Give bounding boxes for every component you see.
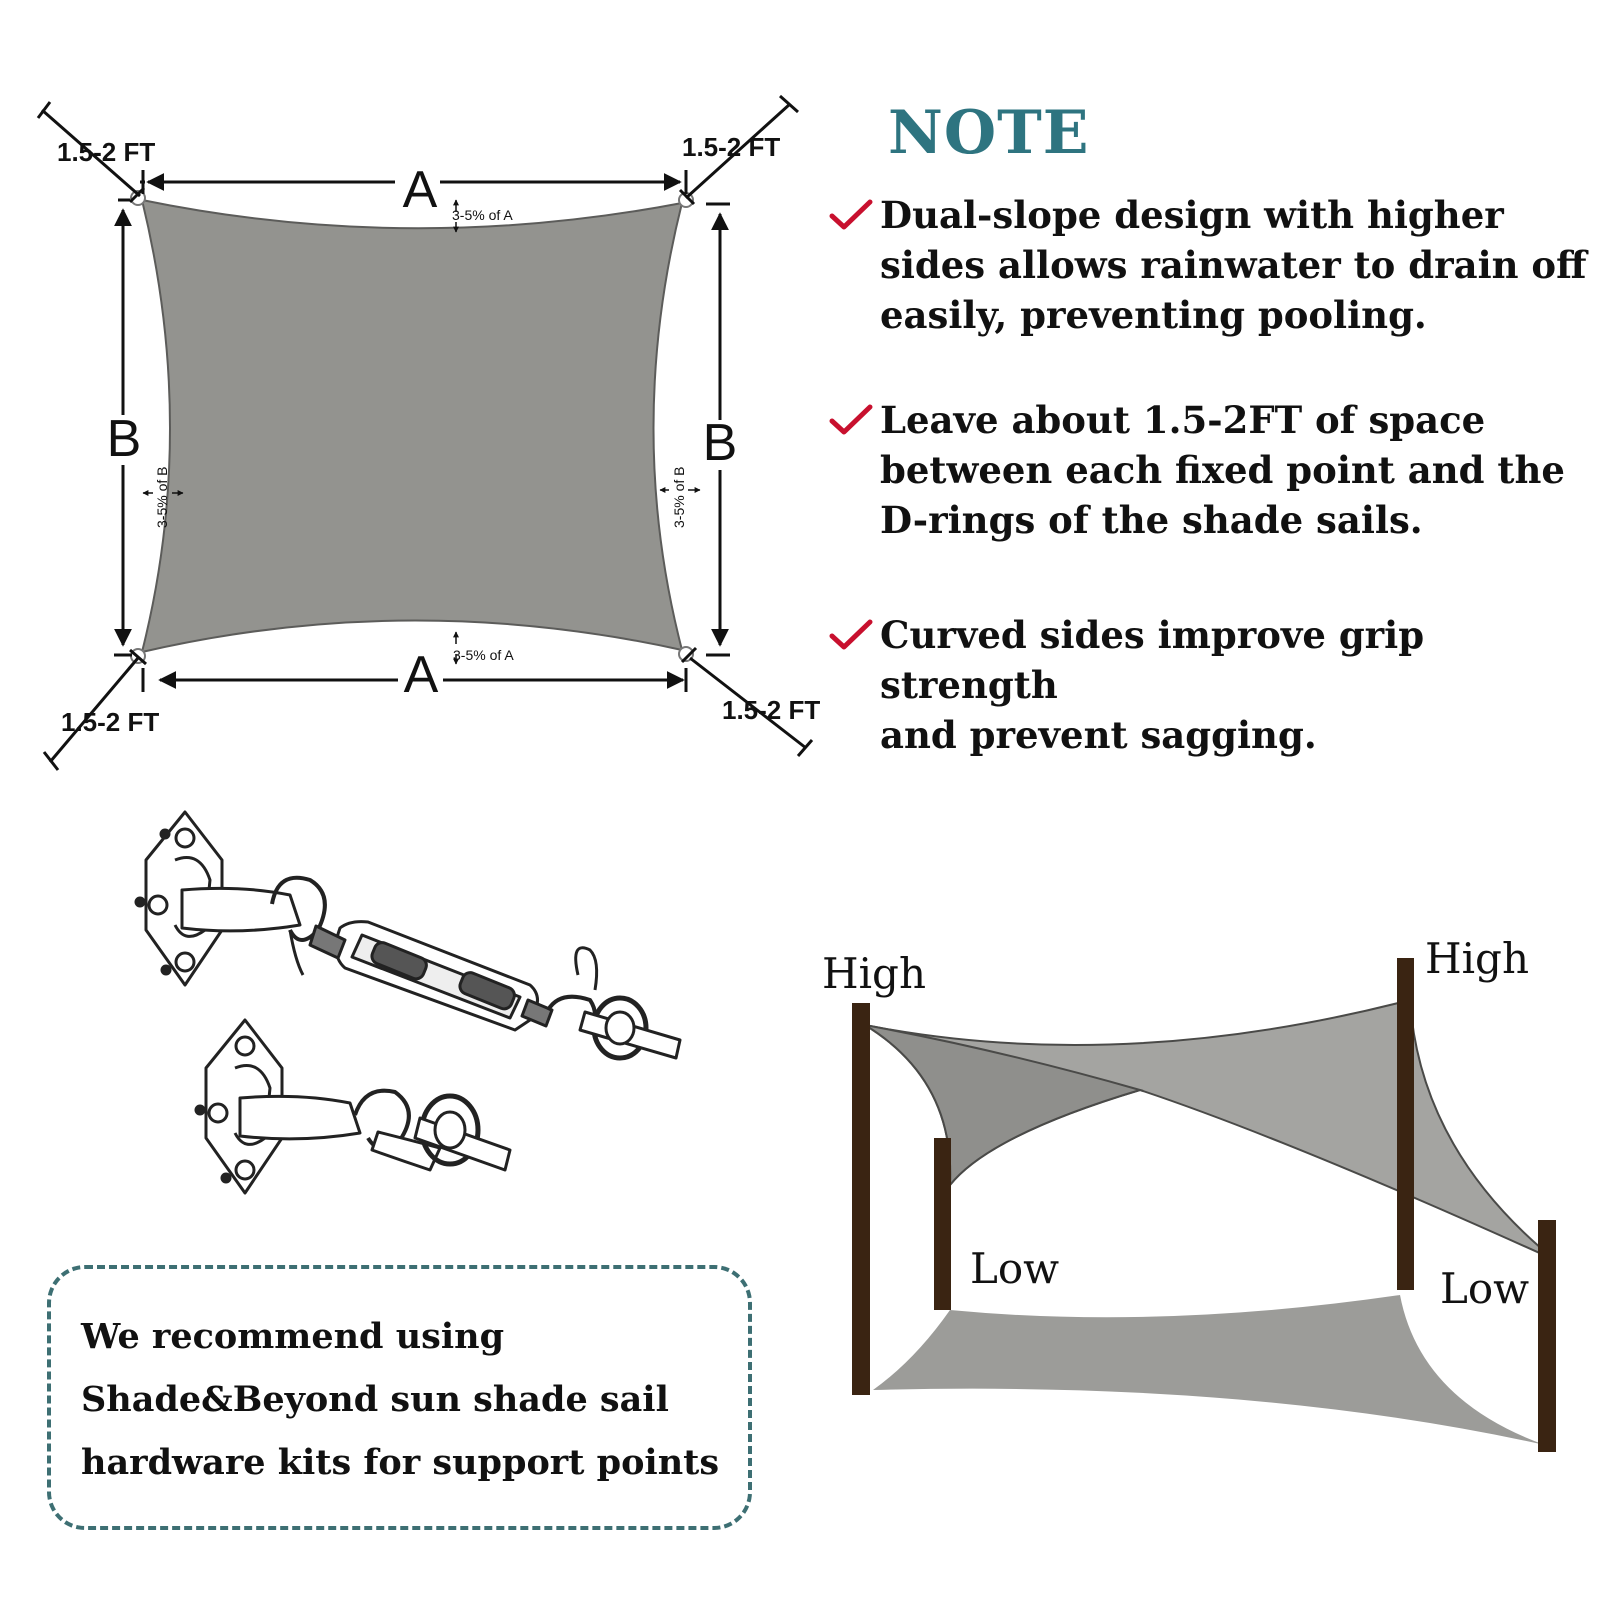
- label-high-left: High: [822, 949, 926, 998]
- note-item-text: Dual-slope design with higher sides allo…: [880, 193, 1587, 337]
- d-ring-bottom-right: [678, 646, 694, 662]
- post-high-right: [1397, 958, 1414, 1290]
- dimension-a-top: [140, 170, 688, 194]
- hardware-kit-illustration: [134, 810, 682, 1195]
- checkmark-icon: [829, 619, 873, 650]
- gap-label-top-left: 1.5-2 FT: [57, 137, 155, 167]
- sag-label-right: 3-5% of B: [671, 467, 687, 528]
- gap-label-bottom-right: 1.5-2 FT: [722, 695, 820, 725]
- dimension-b-right: [706, 202, 730, 657]
- dimension-label-b-left: B: [107, 410, 142, 468]
- note-item-dual-slope: Dual-slope design with higher sides allo…: [828, 190, 1600, 350]
- gap-line-top-right: [678, 94, 799, 206]
- d-ring-top-left: [130, 190, 146, 206]
- post-low-left: [934, 1138, 951, 1310]
- sag-label-left: 3-5% of B: [154, 467, 170, 528]
- checkmark-icon: [829, 404, 873, 435]
- note-title: NOTE: [888, 98, 1090, 168]
- note-item-curved-sides: Curved sides improve grip strength and p…: [828, 610, 1600, 757]
- gap-line-bottom-left: [42, 648, 147, 771]
- shade-sail-shape: [140, 198, 684, 654]
- note-item-text: Curved sides improve grip strength and p…: [880, 613, 1425, 757]
- gap-line-bottom-right: [680, 646, 814, 757]
- label-high-right: High: [1425, 934, 1529, 983]
- pad-eye-snap-hook-assembly: [194, 1018, 512, 1195]
- recommendation-text: We recommend using Shade&Beyond sun shad…: [81, 1316, 720, 1483]
- label-low-right: Low: [1440, 1264, 1529, 1313]
- dimension-b-left: [114, 198, 132, 657]
- dimension-label-b-right: B: [703, 414, 738, 472]
- label-low-left: Low: [970, 1244, 1059, 1293]
- sag-label-top: 3-5% of A: [452, 207, 513, 223]
- gap-line-top-left: [36, 101, 146, 204]
- checkmark-icon: [829, 199, 873, 230]
- post-high-left: [852, 1003, 870, 1395]
- sag-label-bottom: 3-5% of A: [453, 647, 514, 663]
- note-item-spacing: Leave about 1.5-2FT of space between eac…: [828, 395, 1600, 555]
- gap-label-bottom-left: 1.5-2 FT: [61, 707, 159, 737]
- note-item-text: Leave about 1.5-2FT of space between eac…: [880, 398, 1565, 542]
- dimension-a-bottom: [141, 668, 688, 692]
- shade-sail-dimension-diagram: A A B B 3-5% of A 3-5% of A 3-5% of B 3-…: [36, 94, 820, 771]
- turnbuckle-assembly: [134, 810, 682, 1061]
- post-low-right: [1538, 1220, 1556, 1452]
- gap-label-top-right: 1.5-2 FT: [682, 132, 780, 162]
- recommendation-box: We recommend using Shade&Beyond sun shad…: [47, 1265, 752, 1530]
- dimension-label-a-bottom: A: [404, 646, 439, 704]
- installation-illustration: High High Low Low: [822, 934, 1556, 1452]
- dimension-label-a-top: A: [403, 161, 438, 219]
- lower-shade-sail: [873, 1295, 1545, 1445]
